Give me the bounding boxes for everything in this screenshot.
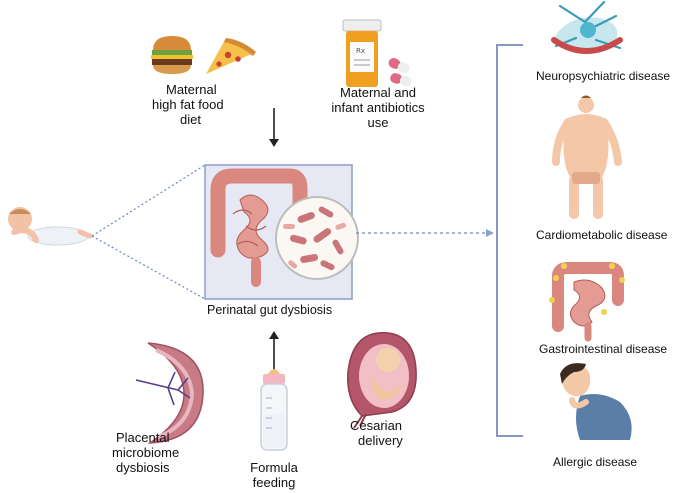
svg-text:Rx: Rx [356, 47, 365, 55]
disease-allergic-label: Allergic disease [553, 455, 638, 469]
disease-gastrointestinal-label: Gastrointestinal disease [539, 342, 668, 356]
baby-icon [8, 207, 93, 246]
placenta-icon [135, 342, 204, 444]
disease-neuropsychiatric-label: Neuropsychiatric disease [536, 69, 671, 83]
coughing-person-icon [560, 363, 632, 440]
factor-cesarian-label: Cesarian delivery [350, 418, 403, 448]
intestine-icon [210, 168, 308, 287]
disease-cardiometabolic-label: Cardiometabolic disease [536, 228, 668, 242]
gut-dysbiosis-label: Perinatal gut dysbiosis [207, 303, 333, 317]
hamburger-icon [151, 36, 193, 74]
arrow-diet-to-gut [269, 108, 279, 147]
pill-bottle-icon: Rx [342, 19, 382, 87]
human-figure-icon [552, 95, 622, 219]
capsule-pills-icon [388, 58, 412, 87]
arrow-gut-to-diseases [356, 229, 494, 237]
disease-bracket [496, 44, 523, 437]
factor-formula-label: Formula feeding [250, 460, 298, 490]
arrow-formula-to-gut [269, 331, 279, 370]
baby-bottle-icon [260, 369, 288, 451]
bacteria-magnifier [275, 196, 359, 280]
neuron-icon [551, 0, 623, 54]
pizza-slice-icon [206, 38, 256, 74]
factor-placental-label: Placental microbiome dysbiosis [112, 430, 180, 475]
inflamed-intestine-icon [549, 262, 625, 342]
factor-antibiotics-label: Maternal and infant antibiotics use [331, 85, 425, 130]
factor-high-fat-diet-label: Maternal high fat food diet [152, 82, 224, 127]
cesarian-uterus-icon [347, 332, 417, 429]
baby-projection-lines [91, 164, 206, 300]
